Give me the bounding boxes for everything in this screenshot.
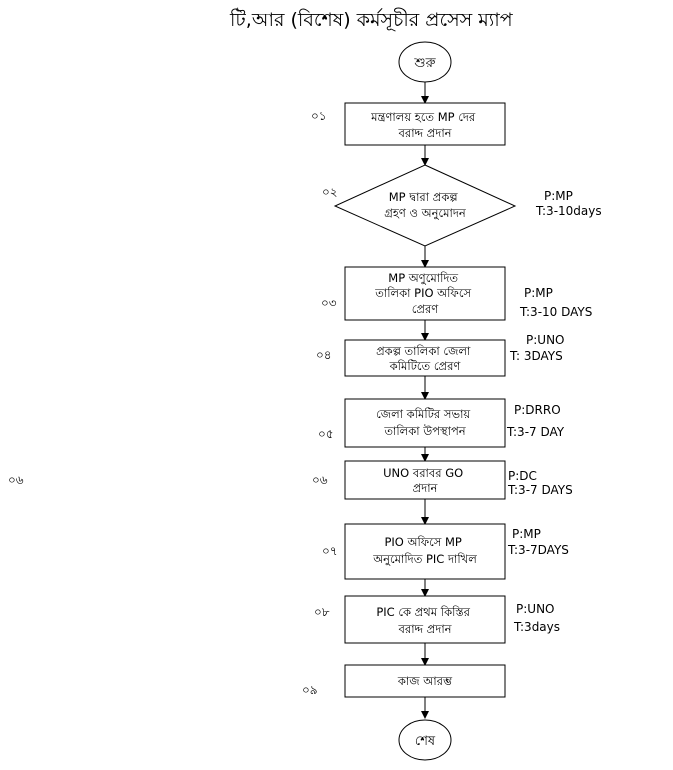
step-05-number: ০৫ xyxy=(318,427,334,441)
step-03-line-1: MP অণুমোদিত xyxy=(388,271,459,286)
step-03-number: ০৩ xyxy=(321,296,337,310)
step-06-line-2: প্রদান xyxy=(413,481,439,495)
step-02-line-2: গ্রহণ ও অনুমোদন xyxy=(384,206,467,221)
step-01-line-2: বরাদ্দ প্রদান xyxy=(397,126,452,140)
start-label: শুরু xyxy=(413,56,436,71)
step-08-box xyxy=(344,595,506,644)
step-05-performer: P:DRRO xyxy=(514,403,561,417)
step-04-time: T: 3DAYS xyxy=(510,349,563,363)
step-03-text: MP অণুমোদিত তালিকা PIO অফিসে প্রেরণ xyxy=(374,271,474,316)
step-04-line-1: প্রকল্প তালিকা জেলা xyxy=(376,344,471,358)
step-01-line-1: মন্ত্রণালয় হতে MP দের xyxy=(370,110,476,124)
step-07-line-2: অনুমোদিত PIC দাখিল xyxy=(372,552,478,567)
step-06-time: T:3-7 DAYS xyxy=(508,483,573,497)
step-03-line-2: তালিকা PIO অফিসে xyxy=(374,286,472,300)
step-08-text: PIC কে প্রথম কিস্তির বরাদ্দ প্রদান xyxy=(376,605,473,636)
step-06-performer: P:DC xyxy=(508,469,537,483)
step-09-number: ০৯ xyxy=(302,683,318,697)
page-title: টি,আর (বিশেষ) কর্মসূচীর প্রসেস ম্যাপ xyxy=(230,9,513,31)
step-08-time: T:3days xyxy=(514,620,561,634)
step-02-text: MP দ্বারা প্রকল্প গ্রহণ ও অনুমোদন xyxy=(384,190,467,221)
step-06-text: UNO বরাবর GO প্রদান xyxy=(383,466,467,495)
step-07-time: T:3-7DAYS xyxy=(508,543,569,557)
step-01-text: মন্ত্রণালয় হতে MP দের বরাদ্দ প্রদান xyxy=(370,110,479,140)
step-07-text: PIO অফিসে MP অনুমোদিত PIC দাখিল xyxy=(372,535,478,567)
step-07-box xyxy=(344,523,506,580)
step-07-line-1: PIO অফিসে MP xyxy=(384,535,461,549)
step-05-time: T:3-7 DAY xyxy=(507,425,565,439)
step-05-line-2: তালিকা উপস্থাপন xyxy=(383,424,466,438)
step-02-performer: P:MP xyxy=(544,189,573,203)
step-07-number: ০৭ xyxy=(322,544,338,558)
step-09-line-1: কাজ আরম্ভ xyxy=(397,674,453,688)
step-08-number: ০৮ xyxy=(314,605,330,619)
step-01-number: ০১ xyxy=(311,109,327,123)
step-08-performer: P:UNO xyxy=(516,602,555,616)
step-05-text: জেলা কমিটির সভায় তালিকা উপস্থাপন xyxy=(376,407,474,438)
step-03-line-3: প্রেরণ xyxy=(412,302,440,316)
step-08-line-2: বরাদ্দ প্রদান xyxy=(397,622,452,636)
step-03-performer: P:MP xyxy=(524,286,553,300)
end-label: শেষ xyxy=(415,734,436,749)
step-06-box xyxy=(344,460,506,500)
step-01-box xyxy=(344,102,506,146)
step-06-line-1: UNO বরাবর GO xyxy=(383,466,463,480)
step-04-performer: P:UNO xyxy=(526,333,565,347)
step-05-box xyxy=(344,398,506,448)
step-02-line-1: MP দ্বারা প্রকল্প xyxy=(389,190,459,204)
step-04-line-2: কমিটিতে প্রেরণ xyxy=(389,359,462,373)
step-02-decision xyxy=(333,164,517,247)
step-09-box xyxy=(344,664,506,698)
step-02-time: T:3-10days xyxy=(536,204,602,218)
step-04-text: প্রকল্প তালিকা জেলা কমিটিতে প্রেরণ xyxy=(376,344,474,373)
step-07-performer: P:MP xyxy=(512,527,541,541)
step-04-number: ০৪ xyxy=(316,348,332,362)
step-09-text: কাজ আরম্ভ xyxy=(397,674,453,688)
step-06-number: ০৬ xyxy=(312,473,328,487)
stray-step-number: ০৬ xyxy=(8,473,24,487)
step-02-number: ০২ xyxy=(322,185,338,199)
step-03-box xyxy=(344,266,506,321)
step-04-box xyxy=(344,339,506,377)
step-05-line-1: জেলা কমিটির সভায় xyxy=(376,407,471,421)
step-03-time: T:3-10 DAYS xyxy=(520,305,593,319)
step-08-line-1: PIC কে প্রথম কিস্তির xyxy=(376,605,470,619)
end-terminal xyxy=(398,719,452,761)
